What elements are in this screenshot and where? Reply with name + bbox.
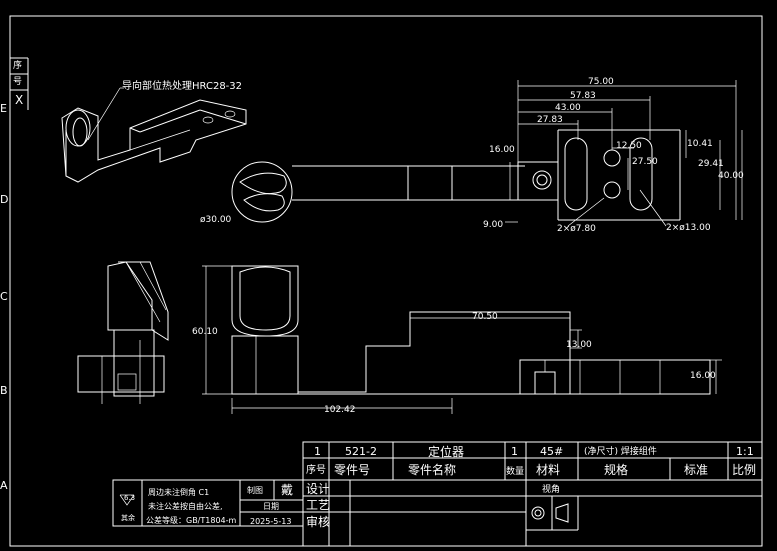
dim-102-42: 102.42 — [324, 405, 356, 415]
zone-letter-d: D — [0, 193, 8, 206]
dim-holes-small: 2×ø7.80 — [557, 224, 596, 234]
top-dimensions — [505, 80, 743, 227]
header-qty: 数量 — [506, 465, 524, 477]
dim-70-50: 70.50 — [472, 312, 498, 322]
date-value: 2025-5-13 — [250, 517, 291, 526]
row1-seq: 1 — [314, 445, 321, 458]
date-label: 日期 — [263, 502, 279, 511]
row1-spec: (净尺寸) 焊接组件 — [584, 445, 657, 457]
drafter-label: 制图 — [247, 485, 263, 495]
view-angle-label: 视角 — [542, 483, 560, 495]
dim-12-50: 12.50 — [616, 141, 642, 151]
dim-57-83: 57.83 — [570, 91, 596, 101]
note-tolerance: 未注公差按自由公差, — [148, 501, 223, 511]
strip-mark: X — [15, 93, 23, 107]
role-process: 工艺 — [306, 498, 330, 512]
strip-header-2: 号 — [13, 76, 22, 87]
note-standard: 公差等级：GB/T1804-m — [146, 515, 237, 525]
row1-part-no: 521-2 — [345, 445, 377, 458]
zone-letter-a: A — [0, 479, 8, 492]
dim-27-83: 27.83 — [537, 115, 563, 125]
projection-symbol-icon — [531, 503, 569, 523]
drafter-name: 戴 — [281, 482, 293, 497]
dim-9: 9.00 — [483, 220, 503, 230]
dim-60-10: 60.10 — [192, 327, 218, 337]
dim-phi30: ø30.00 — [200, 215, 232, 225]
row1-material: 45# — [540, 445, 563, 458]
dim-75: 75.00 — [588, 77, 614, 87]
outer-frame — [9, 15, 763, 547]
top-view — [231, 129, 681, 223]
isometric-view — [61, 87, 247, 183]
role-review: 审核 — [306, 514, 330, 529]
heat-treatment-note: 导向部位热处理HRC28-32 — [122, 79, 242, 92]
note-chamfer: 周边未注倒角 C1 — [148, 487, 209, 497]
side-view-left — [77, 261, 169, 404]
header-standard: 标准 — [684, 463, 708, 477]
dim-29-41: 29.41 — [698, 159, 724, 169]
header-spec: 规格 — [604, 462, 628, 477]
dim-16-b: 16.00 — [690, 371, 716, 381]
surface-finish-label: 其余 — [121, 513, 135, 522]
dim-holes-large: 2×ø13.00 — [666, 223, 711, 233]
zone-letter-e: E — [0, 102, 7, 115]
dim-10-41: 10.41 — [687, 139, 713, 149]
header-part-name: 零件名称 — [408, 462, 456, 477]
front-view — [231, 265, 711, 395]
dim-43: 43.00 — [555, 103, 581, 113]
title-block — [112, 441, 763, 547]
row1-scale: 1:1 — [736, 445, 754, 458]
dim-16: 16.00 — [489, 145, 515, 155]
dim-40: 40.00 — [718, 171, 744, 181]
header-seq: 序号 — [306, 463, 326, 476]
strip-header-1: 序 — [13, 59, 22, 71]
dim-27-50: 27.50 — [632, 157, 658, 167]
front-dimensions — [202, 265, 722, 414]
header-scale: 比例 — [732, 463, 756, 477]
dim-13: 13.00 — [566, 340, 592, 350]
row1-part-name: 定位器 — [428, 444, 464, 459]
zone-letter-c: C — [0, 290, 8, 303]
zone-letter-b: B — [0, 384, 8, 397]
role-design: 设计 — [306, 482, 330, 496]
header-part-no: 零件号 — [334, 463, 370, 477]
header-material: 材料 — [536, 463, 560, 477]
surface-finish-value: 6.3 — [124, 494, 135, 502]
row1-qty: 1 — [511, 445, 518, 458]
